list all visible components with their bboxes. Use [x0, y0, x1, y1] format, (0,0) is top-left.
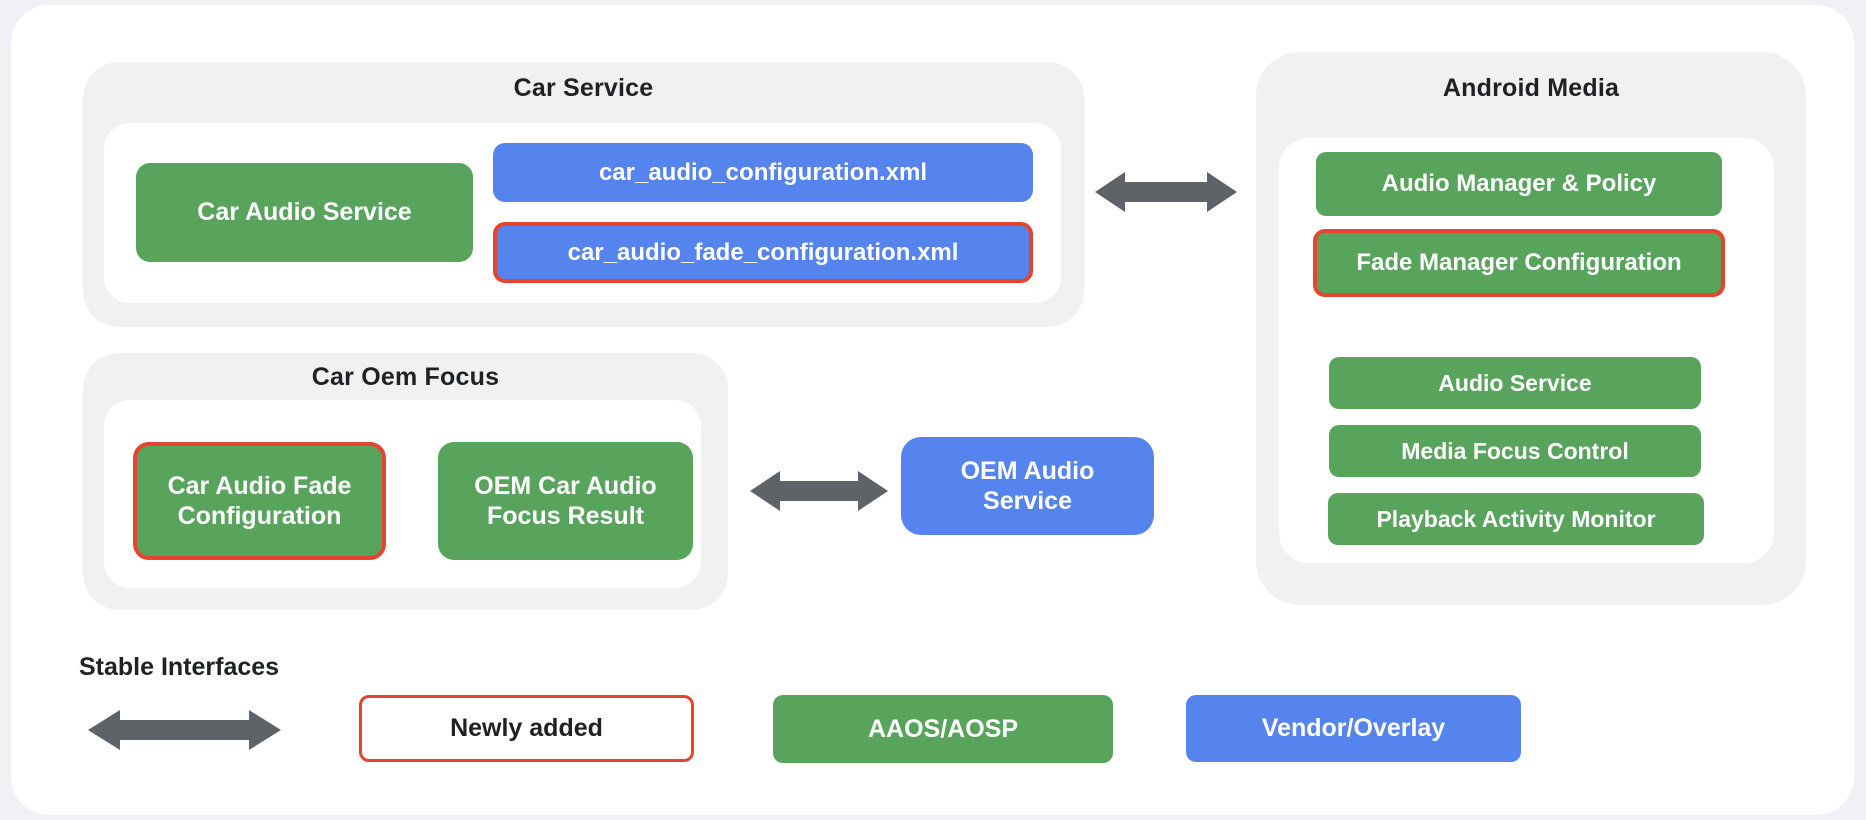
legend-vendor-overlay: Vendor/Overlay: [1186, 695, 1521, 762]
node-playback-activity-monitor: Playback Activity Monitor: [1328, 493, 1704, 545]
node-oem-car-audio-focus-result: OEM Car Audio Focus Result: [438, 442, 693, 560]
group-car-service: Car Service Car Audio Service car_audio_…: [83, 62, 1084, 327]
node-oem-audio-service: OEM Audio Service: [901, 437, 1154, 535]
diagram-card: Car Service Car Audio Service car_audio_…: [11, 5, 1854, 815]
node-media-focus-control: Media Focus Control: [1329, 425, 1701, 477]
legend-stable-interfaces-label: Stable Interfaces: [79, 653, 280, 681]
car-oem-focus-panel: Car Audio Fade Configuration OEM Car Aud…: [104, 400, 701, 588]
node-car-audio-fade-configuration-xml: car_audio_fade_configuration.xml: [493, 222, 1033, 283]
legend-aaos-aosp: AAOS/AOSP: [773, 695, 1113, 763]
node-car-audio-configuration-xml: car_audio_configuration.xml: [493, 143, 1033, 202]
node-car-audio-service: Car Audio Service: [136, 163, 473, 262]
node-car-audio-fade-configuration: Car Audio Fade Configuration: [133, 442, 386, 560]
bidirectional-arrow-icon: [1095, 172, 1237, 212]
bidirectional-arrow-icon: [750, 471, 888, 511]
legend-newly-added: Newly added: [359, 695, 694, 762]
group-android-media: Android Media Audio Manager & Policy Fad…: [1256, 52, 1806, 605]
group-title-car-oem-focus: Car Oem Focus: [311, 363, 500, 391]
bidirectional-arrow-icon: [88, 710, 281, 750]
group-title-car-service: Car Service: [513, 74, 654, 102]
node-fade-manager-configuration: Fade Manager Configuration: [1313, 229, 1725, 297]
node-audio-manager-policy: Audio Manager & Policy: [1316, 152, 1722, 216]
group-title-android-media: Android Media: [1442, 74, 1620, 102]
group-car-oem-focus: Car Oem Focus Car Audio Fade Configurati…: [83, 353, 728, 610]
android-media-panel: Audio Manager & Policy Fade Manager Conf…: [1279, 138, 1774, 563]
car-service-panel: Car Audio Service car_audio_configuratio…: [104, 123, 1061, 303]
node-audio-service: Audio Service: [1329, 357, 1701, 409]
